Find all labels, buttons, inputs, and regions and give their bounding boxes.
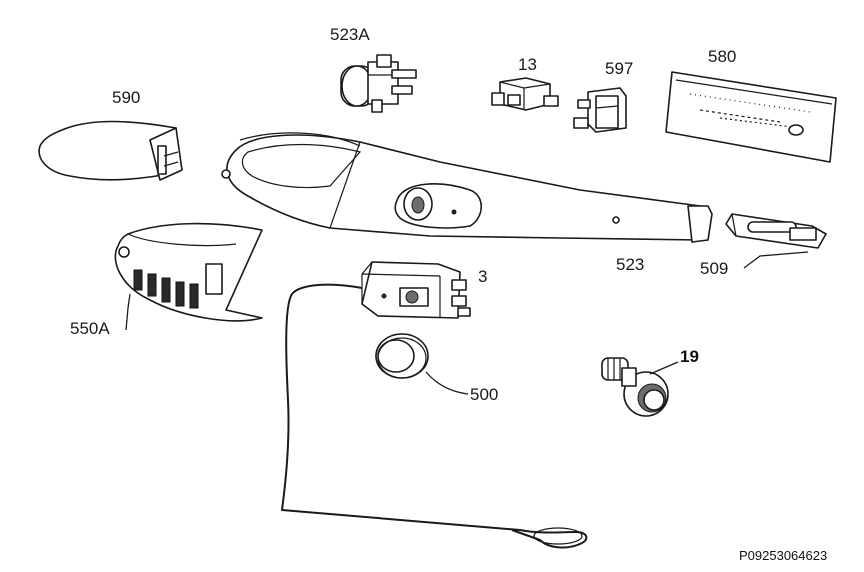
- label-509: 509: [700, 259, 728, 278]
- part-590-end-cap: [38, 120, 183, 181]
- drawing-code: P09253064623: [739, 548, 827, 563]
- part-13-switch: [491, 77, 559, 111]
- part-523A-lamp-holder: [340, 54, 417, 113]
- label-597: 597: [605, 59, 633, 78]
- part-597-clip: [573, 87, 627, 133]
- capillary-tube: [281, 283, 588, 549]
- label-590: 590: [112, 88, 140, 107]
- part-3-thermostat: [361, 261, 471, 319]
- label-523: 523: [616, 255, 644, 274]
- label-19: 19: [680, 347, 699, 366]
- part-580-rating-plate: [665, 71, 837, 163]
- label-550A: 550A: [70, 319, 110, 338]
- leader-550A: [125, 293, 131, 331]
- leader-19: [649, 361, 679, 375]
- part-500-knob: [375, 333, 429, 379]
- part-550A-diffuser: [114, 222, 263, 322]
- part-523-lamp-housing: [221, 132, 713, 243]
- label-13: 13: [518, 55, 537, 74]
- label-3: 3: [478, 267, 487, 286]
- leader-500: [425, 371, 469, 395]
- label-580: 580: [708, 47, 736, 66]
- leader-509: [743, 251, 809, 269]
- part-509-bracket: [725, 213, 827, 249]
- label-500: 500: [470, 385, 498, 404]
- part-19-lamp: [601, 357, 669, 417]
- label-523A: 523A: [330, 25, 370, 44]
